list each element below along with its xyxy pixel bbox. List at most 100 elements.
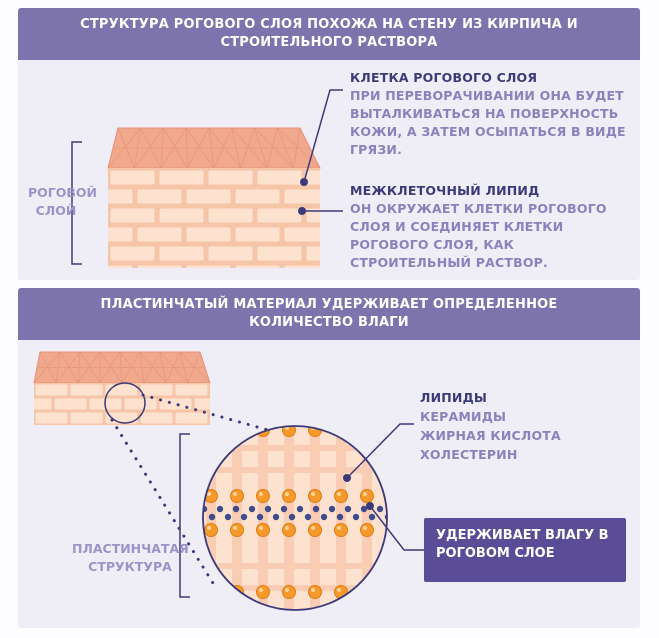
- bottom-banner: ПЛАСТИНЧАТЫЙ МАТЕРИАЛ УДЕРЖИВАЕТ ОПРЕДЕЛ…: [18, 288, 640, 340]
- structure-label: ПЛАСТИНЧАТАЯ СТРУКТУРА: [72, 540, 189, 576]
- lipid-highlight: [207, 492, 211, 496]
- lipid-highlight: [337, 526, 341, 530]
- zoom-line-lower: [110, 418, 218, 590]
- brick: [159, 398, 192, 410]
- lipid-head: [256, 489, 270, 503]
- top-banner: СТРУКТУРА РОГОВОГО СЛОЯ ПОХОЖА НА СТЕНУ …: [18, 8, 640, 60]
- lipid-highlight: [311, 492, 315, 496]
- brick: [35, 412, 68, 424]
- lipid-head: [204, 585, 218, 599]
- lipids-item: КЕРАМИДЫ: [420, 409, 507, 424]
- lipids-pointer-dot: [343, 474, 351, 482]
- lipid-highlight: [311, 526, 315, 530]
- structure-label-line2: СТРУКТУРА: [88, 559, 172, 574]
- brick: [110, 208, 155, 223]
- cell-line: ПРИ ПЕРЕВОРАЧИВАНИИ ОНА БУДЕТ: [350, 88, 624, 103]
- lipid-head: [334, 523, 348, 537]
- fatty-acid-bead: [240, 513, 248, 521]
- brick: [235, 189, 280, 204]
- brick: [140, 412, 173, 424]
- lipids-heading: ЛИПИДЫ: [420, 390, 488, 405]
- lipid-highlight: [285, 526, 289, 530]
- brick: [306, 246, 320, 261]
- brick: [140, 384, 173, 396]
- lipid-head: [256, 523, 270, 537]
- lipid-highlight: [233, 526, 237, 530]
- lipids-item: ХОЛЕСТЕРИН: [420, 447, 518, 462]
- brick: [284, 227, 320, 242]
- brick: [70, 412, 103, 424]
- lipid-highlight: [207, 426, 211, 430]
- brick: [235, 265, 280, 268]
- brick: [186, 189, 231, 204]
- fatty-acid-bead: [256, 513, 264, 521]
- brick: [284, 189, 320, 204]
- brick: [208, 170, 253, 185]
- fatty-acid-bead: [232, 505, 240, 513]
- lipid-line: СЛОЯ И СОЕДИНЯЕТ КЛЕТКИ: [350, 219, 564, 234]
- brick: [159, 170, 204, 185]
- lipid-highlight: [363, 426, 367, 430]
- zoom-line-upper: [141, 393, 270, 432]
- brick-wall: [108, 168, 320, 268]
- brick: [257, 170, 302, 185]
- callout-line2: РОГОВОМ СЛОЕ: [436, 546, 555, 561]
- fatty-acid-bead: [208, 513, 216, 521]
- brick: [306, 170, 320, 185]
- lipid-head: [308, 489, 322, 503]
- fatty-acid-bead: [328, 505, 336, 513]
- lipid-head: [334, 585, 348, 599]
- brick: [54, 398, 87, 410]
- lipid-tail-band: [232, 426, 242, 610]
- small-brick-wall: [34, 383, 210, 425]
- brick: [257, 208, 302, 223]
- layer-label-line2: СЛОЙ: [35, 203, 77, 218]
- lipid-head: [360, 585, 374, 599]
- brick: [35, 384, 68, 396]
- small-brick-wall-top: [33, 351, 211, 384]
- lipid-line: РОГОВОГО СЛОЯ, КАК: [350, 237, 515, 252]
- lipid-description: МЕЖКЛЕТОЧНЫЙ ЛИПИД ОН ОКРУЖАЕТ КЛЕТКИ РО…: [350, 182, 635, 272]
- brick: [175, 384, 208, 396]
- lipid-highlight: [233, 426, 237, 430]
- lipid-tail-band: [362, 426, 372, 610]
- lipid-head: [230, 523, 244, 537]
- lipid-highlight: [337, 492, 341, 496]
- fatty-acid-bead: [248, 505, 256, 513]
- cell-line: ВЫТАЛКИВАТЬСЯ НА ПОВЕРХНОСТЬ: [350, 106, 619, 121]
- lipid-head: [360, 523, 374, 537]
- brick: [257, 246, 302, 261]
- fatty-acid-bead: [344, 505, 352, 513]
- brick: [110, 170, 155, 185]
- brick-wall-top-surface: [107, 127, 321, 169]
- lamella-stripe: [203, 467, 387, 473]
- fatty-acid-bead: [272, 513, 280, 521]
- moisture-pointer-dot: [366, 502, 374, 510]
- fatty-acid-bead: [264, 505, 272, 513]
- brick: [235, 227, 280, 242]
- cell-description: КЛЕТКА РОГОВОГО СЛОЯ ПРИ ПЕРЕВОРАЧИВАНИИ…: [350, 69, 635, 159]
- fatty-acid-bead: [368, 513, 376, 521]
- lipid-head: [282, 523, 296, 537]
- fatty-acid-bead: [224, 513, 232, 521]
- lipid-highlight: [363, 492, 367, 496]
- brick: [70, 384, 103, 396]
- brick: [159, 246, 204, 261]
- lamella-stripe: [203, 563, 387, 569]
- brick: [175, 412, 208, 424]
- lipid-head: [204, 426, 218, 437]
- lipid-highlight: [207, 588, 211, 592]
- lipid-head: [308, 585, 322, 599]
- cell-pointer-line: [303, 89, 343, 183]
- lipid-highlight: [311, 588, 315, 592]
- brick: [108, 227, 133, 242]
- brick: [108, 189, 133, 204]
- lipid-head: [334, 426, 348, 437]
- magnify-source-circle: [104, 382, 146, 424]
- cell-heading: КЛЕТКА РОГОВОГО СЛОЯ: [350, 70, 538, 85]
- lipid-highlight: [207, 526, 211, 530]
- brick: [208, 208, 253, 223]
- lipid-heading: МЕЖКЛЕТОЧНЫЙ ЛИПИД: [350, 183, 540, 198]
- fatty-acid-bead: [360, 505, 368, 513]
